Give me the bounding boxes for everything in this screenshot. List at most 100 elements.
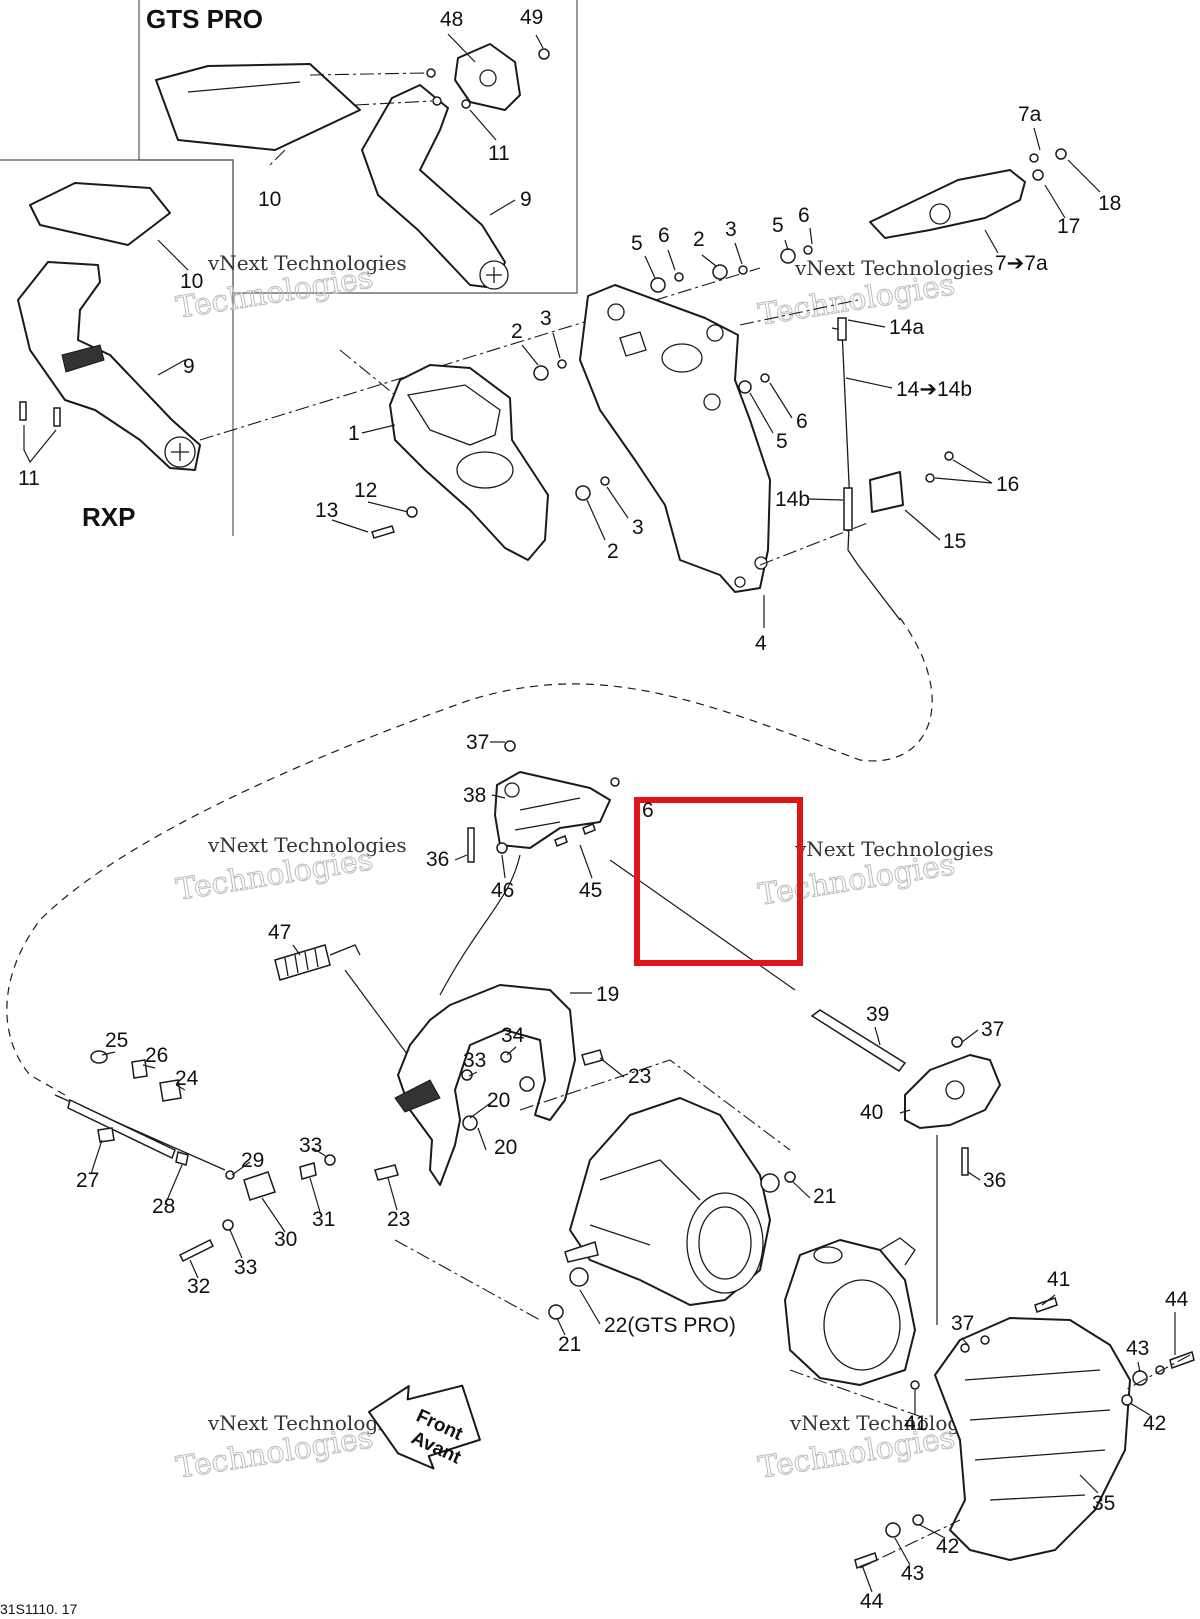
- svg-text:7➔7a: 7➔7a: [995, 252, 1048, 275]
- gts-pro-variant-frame: [138, 0, 578, 294]
- svg-text:5: 5: [772, 214, 784, 237]
- svg-text:38: 38: [463, 784, 486, 807]
- svg-text:37: 37: [466, 731, 489, 754]
- pump-housing-22: [548, 1097, 796, 1320]
- svg-text:6: 6: [796, 410, 808, 433]
- svg-text:43: 43: [1126, 1337, 1149, 1360]
- svg-text:41: 41: [1047, 1268, 1070, 1291]
- svg-text:36: 36: [983, 1169, 1006, 1192]
- rxp-screws-11: [19, 401, 61, 464]
- svg-text:39: 39: [866, 1003, 889, 1026]
- svg-text:vNext Technologies: vNext Technologies: [794, 256, 994, 280]
- axis-line-3: [759, 521, 871, 566]
- watermark: vNext Technologies Technologies vNext Te…: [173, 251, 994, 1486]
- svg-text:23: 23: [387, 1208, 410, 1231]
- rxp-variant-frame: [0, 159, 234, 536]
- bracket-19: [374, 984, 604, 1186]
- highlight-box: [634, 797, 803, 966]
- svg-text:16: 16: [996, 473, 1019, 496]
- svg-text:25: 25: [105, 1029, 128, 1052]
- svg-text:18: 18: [1098, 192, 1121, 215]
- cable-14: [831, 317, 901, 621]
- svg-text:36: 36: [426, 848, 449, 871]
- axis-lines-pump: [394, 1059, 791, 1321]
- svg-text:3: 3: [540, 307, 552, 330]
- svg-text:33: 33: [299, 1134, 322, 1157]
- washers-and-screws-upper: [371, 245, 813, 539]
- svg-text:31: 31: [312, 1208, 335, 1231]
- rxp-title: RXP: [82, 502, 135, 532]
- svg-text:3: 3: [725, 218, 737, 241]
- svg-text:9: 9: [183, 355, 195, 378]
- arrow-38-to-19: [439, 854, 521, 996]
- svg-text:4: 4: [755, 632, 767, 655]
- axis-line-39: [609, 859, 796, 991]
- svg-text:44: 44: [860, 1590, 884, 1613]
- bracket-15: [869, 451, 954, 513]
- svg-text:47: 47: [268, 921, 291, 944]
- svg-text:23: 23: [628, 1065, 651, 1088]
- svg-text:6: 6: [798, 204, 810, 227]
- svg-text:vNext Technologies: vNext Technologies: [207, 251, 407, 275]
- nozzle: [784, 1237, 916, 1386]
- svg-text:3: 3: [632, 516, 644, 539]
- lever-7: [869, 148, 1067, 239]
- svg-text:12: 12: [354, 479, 377, 502]
- svg-text:44: 44: [1165, 1288, 1189, 1311]
- svg-text:27: 27: [76, 1169, 99, 1192]
- cover-1: [389, 364, 549, 561]
- svg-text:7a: 7a: [1018, 103, 1042, 126]
- link-39: [810, 1009, 907, 1073]
- svg-text:2: 2: [511, 320, 523, 343]
- svg-text:10: 10: [258, 188, 281, 211]
- svg-text:2: 2: [607, 540, 619, 563]
- svg-text:37: 37: [981, 1018, 1004, 1041]
- svg-text:vNext Technologies: vNext Technologies: [207, 833, 407, 857]
- svg-text:43: 43: [901, 1562, 924, 1585]
- svg-text:6: 6: [658, 224, 670, 247]
- svg-text:33: 33: [463, 1049, 486, 1072]
- svg-text:48: 48: [440, 8, 463, 31]
- svg-text:5: 5: [631, 232, 643, 255]
- svg-text:33: 33: [234, 1256, 257, 1279]
- svg-text:vNext Technologies: vNext Technologies: [794, 837, 994, 861]
- svg-text:2: 2: [693, 228, 705, 251]
- svg-text:42: 42: [1143, 1412, 1166, 1435]
- svg-text:49: 49: [520, 6, 543, 29]
- axis-lines-gate: [859, 1354, 1191, 1569]
- spring-47: [274, 944, 361, 981]
- svg-text:11: 11: [488, 142, 510, 165]
- gts-pro-title: GTS PRO: [146, 4, 263, 34]
- axis-line-4: [739, 299, 859, 326]
- bracket-40: [904, 1036, 1001, 1176]
- callout-leader-lines: [90, 33, 1176, 1593]
- svg-text:22(GTS PRO): 22(GTS PRO): [604, 1314, 736, 1337]
- gts-pro-arm-9: [361, 84, 509, 290]
- svg-text:10: 10: [180, 270, 203, 293]
- svg-text:15: 15: [943, 530, 966, 553]
- plate-4: [579, 284, 771, 593]
- svg-text:20: 20: [487, 1089, 510, 1112]
- svg-text:11: 11: [18, 467, 40, 490]
- svg-text:37: 37: [951, 1312, 974, 1335]
- svg-text:32: 32: [187, 1275, 210, 1298]
- svg-text:26: 26: [145, 1044, 168, 1067]
- svg-text:35: 35: [1092, 1492, 1115, 1515]
- svg-text:13: 13: [315, 499, 338, 522]
- cable-end-parts: [54, 1050, 336, 1263]
- gts-pro-dash-lines: [269, 72, 433, 166]
- svg-text:21: 21: [813, 1185, 836, 1208]
- callout-labels: 48 49 11 10 9 10 9 11 7a 18 17 7➔7a 5 6 …: [18, 6, 1189, 1613]
- svg-text:24: 24: [175, 1067, 199, 1090]
- svg-text:17: 17: [1057, 215, 1080, 238]
- axis-line-2: [339, 349, 396, 396]
- svg-text:5: 5: [776, 430, 788, 453]
- svg-text:28: 28: [152, 1195, 175, 1218]
- svg-text:21: 21: [558, 1333, 581, 1356]
- svg-text:30: 30: [274, 1228, 297, 1251]
- arrow-47: [344, 969, 411, 1059]
- bracket-38: [467, 740, 620, 863]
- front-direction-arrow: Front Avant: [367, 1384, 481, 1470]
- svg-text:14a: 14a: [889, 316, 924, 339]
